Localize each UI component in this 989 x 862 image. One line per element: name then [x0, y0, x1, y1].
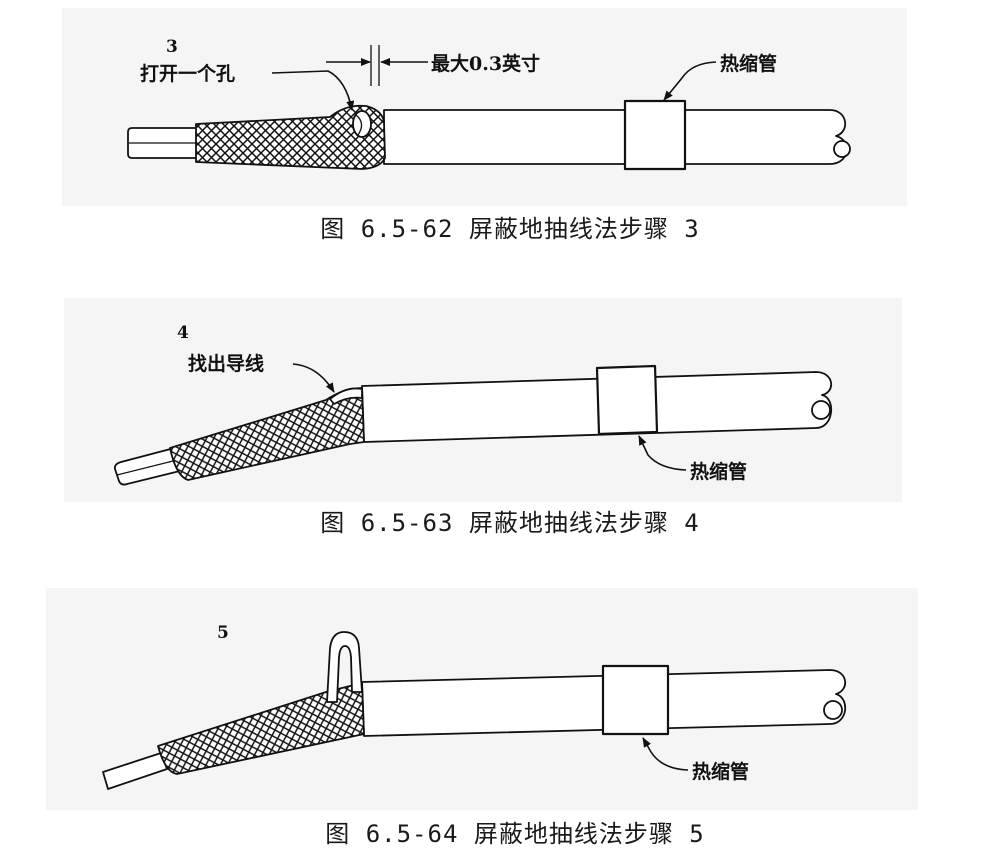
figure-2-step-number: 4 [177, 323, 189, 343]
figure-2-exposed-wire [329, 387, 363, 405]
figure-1-dimension-label: 最大0.3英寸 [431, 52, 540, 75]
figure-1-cable-end-circle [833, 140, 851, 158]
figure-1-hole-leader [271, 70, 355, 111]
figure-3-step-number: 5 [217, 623, 229, 643]
figure-step-4: 4 找出导线 热缩管 图 6.5-63 屏蔽地抽线法步骤 4 [64, 298, 902, 537]
figure-2-cable-jacket [361, 371, 832, 443]
figure-3-cable-end-circle [823, 700, 843, 720]
figure-1-dimension-marker [326, 45, 428, 86]
figure-1-braided-shield [195, 104, 386, 170]
figure-2-heat-shrink-leader [638, 435, 687, 471]
figure-3-conductor [102, 752, 168, 790]
figure-1-step-number: 3 [166, 37, 178, 57]
figure-2-heat-shrink-tube [595, 364, 659, 436]
figure-1-scan-background [62, 8, 907, 206]
figure-1-conductors [127, 127, 198, 159]
figure-2-heat-shrink-label: 热缩管 [690, 460, 747, 483]
figure-3-heat-shrink-label: 热缩管 [692, 760, 749, 783]
figure-2-caption: 图 6.5-63 屏蔽地抽线法步骤 4 [320, 509, 700, 537]
figure-3-heat-shrink-tube [601, 664, 670, 736]
figure-3-heat-shrink-leader [642, 737, 689, 771]
figure-1-hole-label: 打开一个孔 [140, 62, 235, 85]
figure-1-hole-edge [355, 114, 363, 136]
figure-2-find-wire-label: 找出导线 [188, 352, 264, 375]
figure-2-cable-end-circle [811, 400, 831, 420]
figure-2-find-wire-leader [292, 363, 335, 393]
figure-1-caption: 图 6.5-62 屏蔽地抽线法步骤 3 [320, 215, 700, 243]
figure-1-heat-shrink-tube [623, 99, 687, 171]
figure-1-cable-jacket [383, 109, 848, 165]
figure-1-heat-shrink-label: 热缩管 [720, 52, 777, 75]
figure-1-heat-shrink-leader [663, 61, 717, 101]
figure-3-braided-shield [157, 682, 365, 775]
figure-step-5: 5 热缩管 图 6.5-64 屏蔽地抽线法步骤 5 [46, 588, 918, 848]
figure-3-pigtail-loop [326, 631, 363, 703]
figure-3-caption: 图 6.5-64 屏蔽地抽线法步骤 5 [325, 820, 705, 848]
figure-step-3: 3 打开一个孔 最大0.3英寸 热缩管 图 6.5-62 屏蔽地抽线法步骤 3 [62, 8, 907, 243]
